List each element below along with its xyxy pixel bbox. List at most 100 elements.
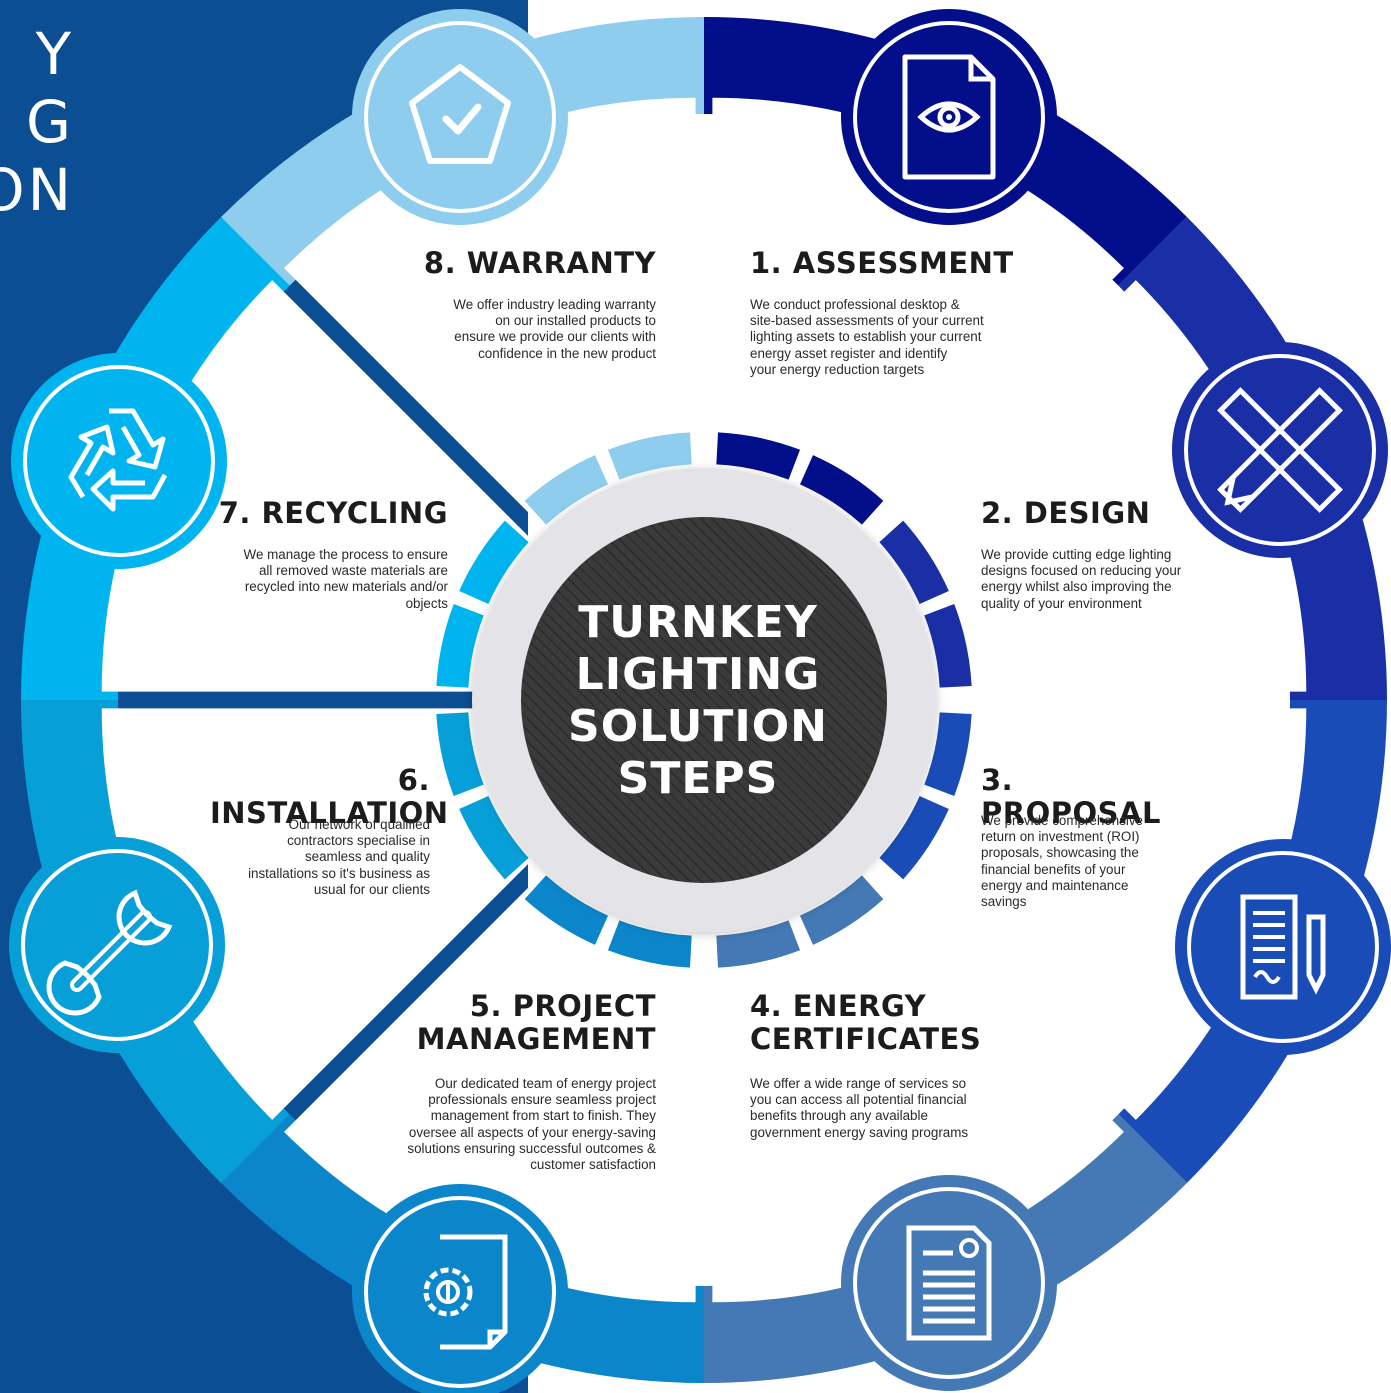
step-3-title: 3. PROPOSAL bbox=[981, 764, 1201, 830]
gear-document-icon bbox=[423, 1234, 508, 1350]
inner-tick-3 bbox=[924, 712, 972, 797]
inner-tick-4 bbox=[799, 875, 884, 945]
step-description-line: We manage the process to ensure bbox=[243, 547, 448, 562]
warranty-badge-icon bbox=[409, 64, 511, 164]
inner-tick-3 bbox=[879, 795, 949, 880]
inner-tick-8 bbox=[607, 432, 692, 480]
step-badge-3 bbox=[1175, 839, 1391, 1055]
left-title-line: ON bbox=[0, 156, 74, 224]
inner-tick-2 bbox=[924, 603, 972, 688]
step-title-line: 7. RECYCLING bbox=[218, 496, 448, 530]
step-7-title: 7. RECYCLING bbox=[190, 497, 448, 530]
left-title-line: G bbox=[26, 88, 74, 156]
step-badge-4 bbox=[841, 1175, 1057, 1391]
step-description-line: We offer a wide range of services so bbox=[750, 1076, 967, 1091]
badge-circle bbox=[352, 9, 568, 225]
step-description-line: Our dedicated team of energy project bbox=[434, 1076, 656, 1091]
step-description-line: energy asset register and identify bbox=[750, 345, 948, 361]
step-title-line: 3. PROPOSAL bbox=[981, 763, 1161, 830]
step-description-line: designs focused on reducing your bbox=[981, 563, 1182, 579]
left-cropped-title: Y G ON bbox=[0, 20, 74, 224]
step-description-line: professionals ensure seamless project bbox=[428, 1092, 656, 1108]
badge-ring bbox=[23, 365, 215, 557]
step-description-line: financial benefits of your bbox=[981, 861, 1126, 877]
step-description-line: We offer industry leading warranty bbox=[453, 297, 656, 312]
step-badge-7 bbox=[11, 353, 227, 569]
recycle-icon bbox=[68, 408, 168, 512]
step-title-line: 8. WARRANTY bbox=[423, 246, 656, 280]
step-description-line: benefits through any available bbox=[750, 1108, 928, 1124]
badge-ring bbox=[364, 21, 556, 213]
step-description-line: objects bbox=[405, 595, 448, 611]
step-description-line: savings bbox=[981, 894, 1027, 910]
badge-circle bbox=[11, 353, 227, 569]
left-title-line: Y bbox=[35, 20, 74, 88]
step-description-line: proposals, showcasing the bbox=[981, 845, 1139, 861]
step-description-line: energy and maintenance bbox=[981, 877, 1129, 893]
contract-pen-icon bbox=[1240, 894, 1326, 1000]
step-description-line: all removed waste materials are bbox=[258, 563, 448, 579]
step-title-line: 6. INSTALLATION bbox=[210, 763, 449, 830]
step-description-line: seamless and quality bbox=[304, 849, 430, 865]
center-title: TURNKEY LIGHTING SOLUTION STEPS bbox=[548, 597, 848, 805]
step-description-line: lighting assets to establish your curren… bbox=[750, 329, 982, 345]
step-description-line: return on investment (ROI) bbox=[981, 829, 1140, 845]
badge-ring bbox=[1184, 354, 1376, 546]
step-title-line: 2. DESIGN bbox=[981, 496, 1151, 530]
wrench-icon bbox=[46, 889, 173, 1016]
inner-tick-5 bbox=[607, 920, 692, 968]
step-badge-8 bbox=[352, 9, 568, 225]
step-description-line: energy whilst also improving the bbox=[981, 579, 1172, 595]
step-title-line: 4. ENERGY bbox=[750, 989, 927, 1023]
step-description-line: Our network of qualified bbox=[288, 817, 430, 832]
step-badge-2 bbox=[1172, 342, 1388, 558]
inner-tick-1 bbox=[716, 432, 801, 480]
badge-ring bbox=[1187, 851, 1379, 1043]
inner-tick-6 bbox=[459, 795, 529, 880]
step-badge-6 bbox=[9, 837, 225, 1053]
step-2-title: 2. DESIGN bbox=[981, 497, 1241, 530]
step-description-line: installations so it's business as bbox=[248, 865, 430, 881]
step-description-line: you can access all potential financial bbox=[750, 1092, 967, 1108]
step-description-line: site-based assessments of your current bbox=[750, 313, 984, 329]
step-description-line: on our installed products to bbox=[495, 313, 656, 329]
step-description-line: We provide cutting edge lighting bbox=[981, 547, 1172, 562]
step-description-line: government energy saving programs bbox=[750, 1124, 969, 1140]
step-description-line: oversee all aspects of your energy-savin… bbox=[408, 1124, 656, 1140]
step-title-line: 1. ASSESSMENT bbox=[750, 246, 1014, 280]
inner-tick-4 bbox=[716, 920, 801, 968]
step-description-line: usual for our clients bbox=[313, 881, 430, 897]
step-description-line: solutions ensuring successful outcomes & bbox=[407, 1140, 656, 1156]
inner-tick-6 bbox=[436, 712, 484, 797]
badge-ring bbox=[853, 21, 1045, 213]
step-title-line: CERTIFICATES bbox=[750, 1022, 982, 1056]
step-description-line: confidence in the new product bbox=[478, 345, 656, 361]
step-description-line: contractors specialise in bbox=[287, 833, 430, 849]
inner-tick-2 bbox=[879, 520, 949, 605]
pencil-ruler-icon bbox=[1217, 387, 1343, 513]
step-description-line: recycled into new materials and/or bbox=[244, 579, 448, 595]
step-description-line: We provide comprehensive bbox=[981, 813, 1144, 828]
step-title-line: MANAGEMENT bbox=[416, 1022, 656, 1056]
step-6-title: 6. INSTALLATION bbox=[210, 763, 449, 830]
center-title-line: TURNKEY bbox=[578, 597, 818, 648]
inner-tick-7 bbox=[459, 520, 529, 605]
certificate-document-icon bbox=[906, 1225, 992, 1341]
step-description-line: your energy reduction targets bbox=[750, 361, 925, 377]
document-eye-icon bbox=[902, 54, 996, 180]
step-badge-5 bbox=[352, 1184, 568, 1393]
badge-ring bbox=[364, 1196, 556, 1388]
center-title-line: STEPS bbox=[617, 753, 779, 804]
step-1-title: 1. ASSESSMENT bbox=[750, 247, 1050, 280]
badge-ring bbox=[21, 849, 213, 1041]
center-title-line: SOLUTION bbox=[568, 701, 828, 752]
step-title-line: 5. PROJECT bbox=[469, 989, 656, 1023]
